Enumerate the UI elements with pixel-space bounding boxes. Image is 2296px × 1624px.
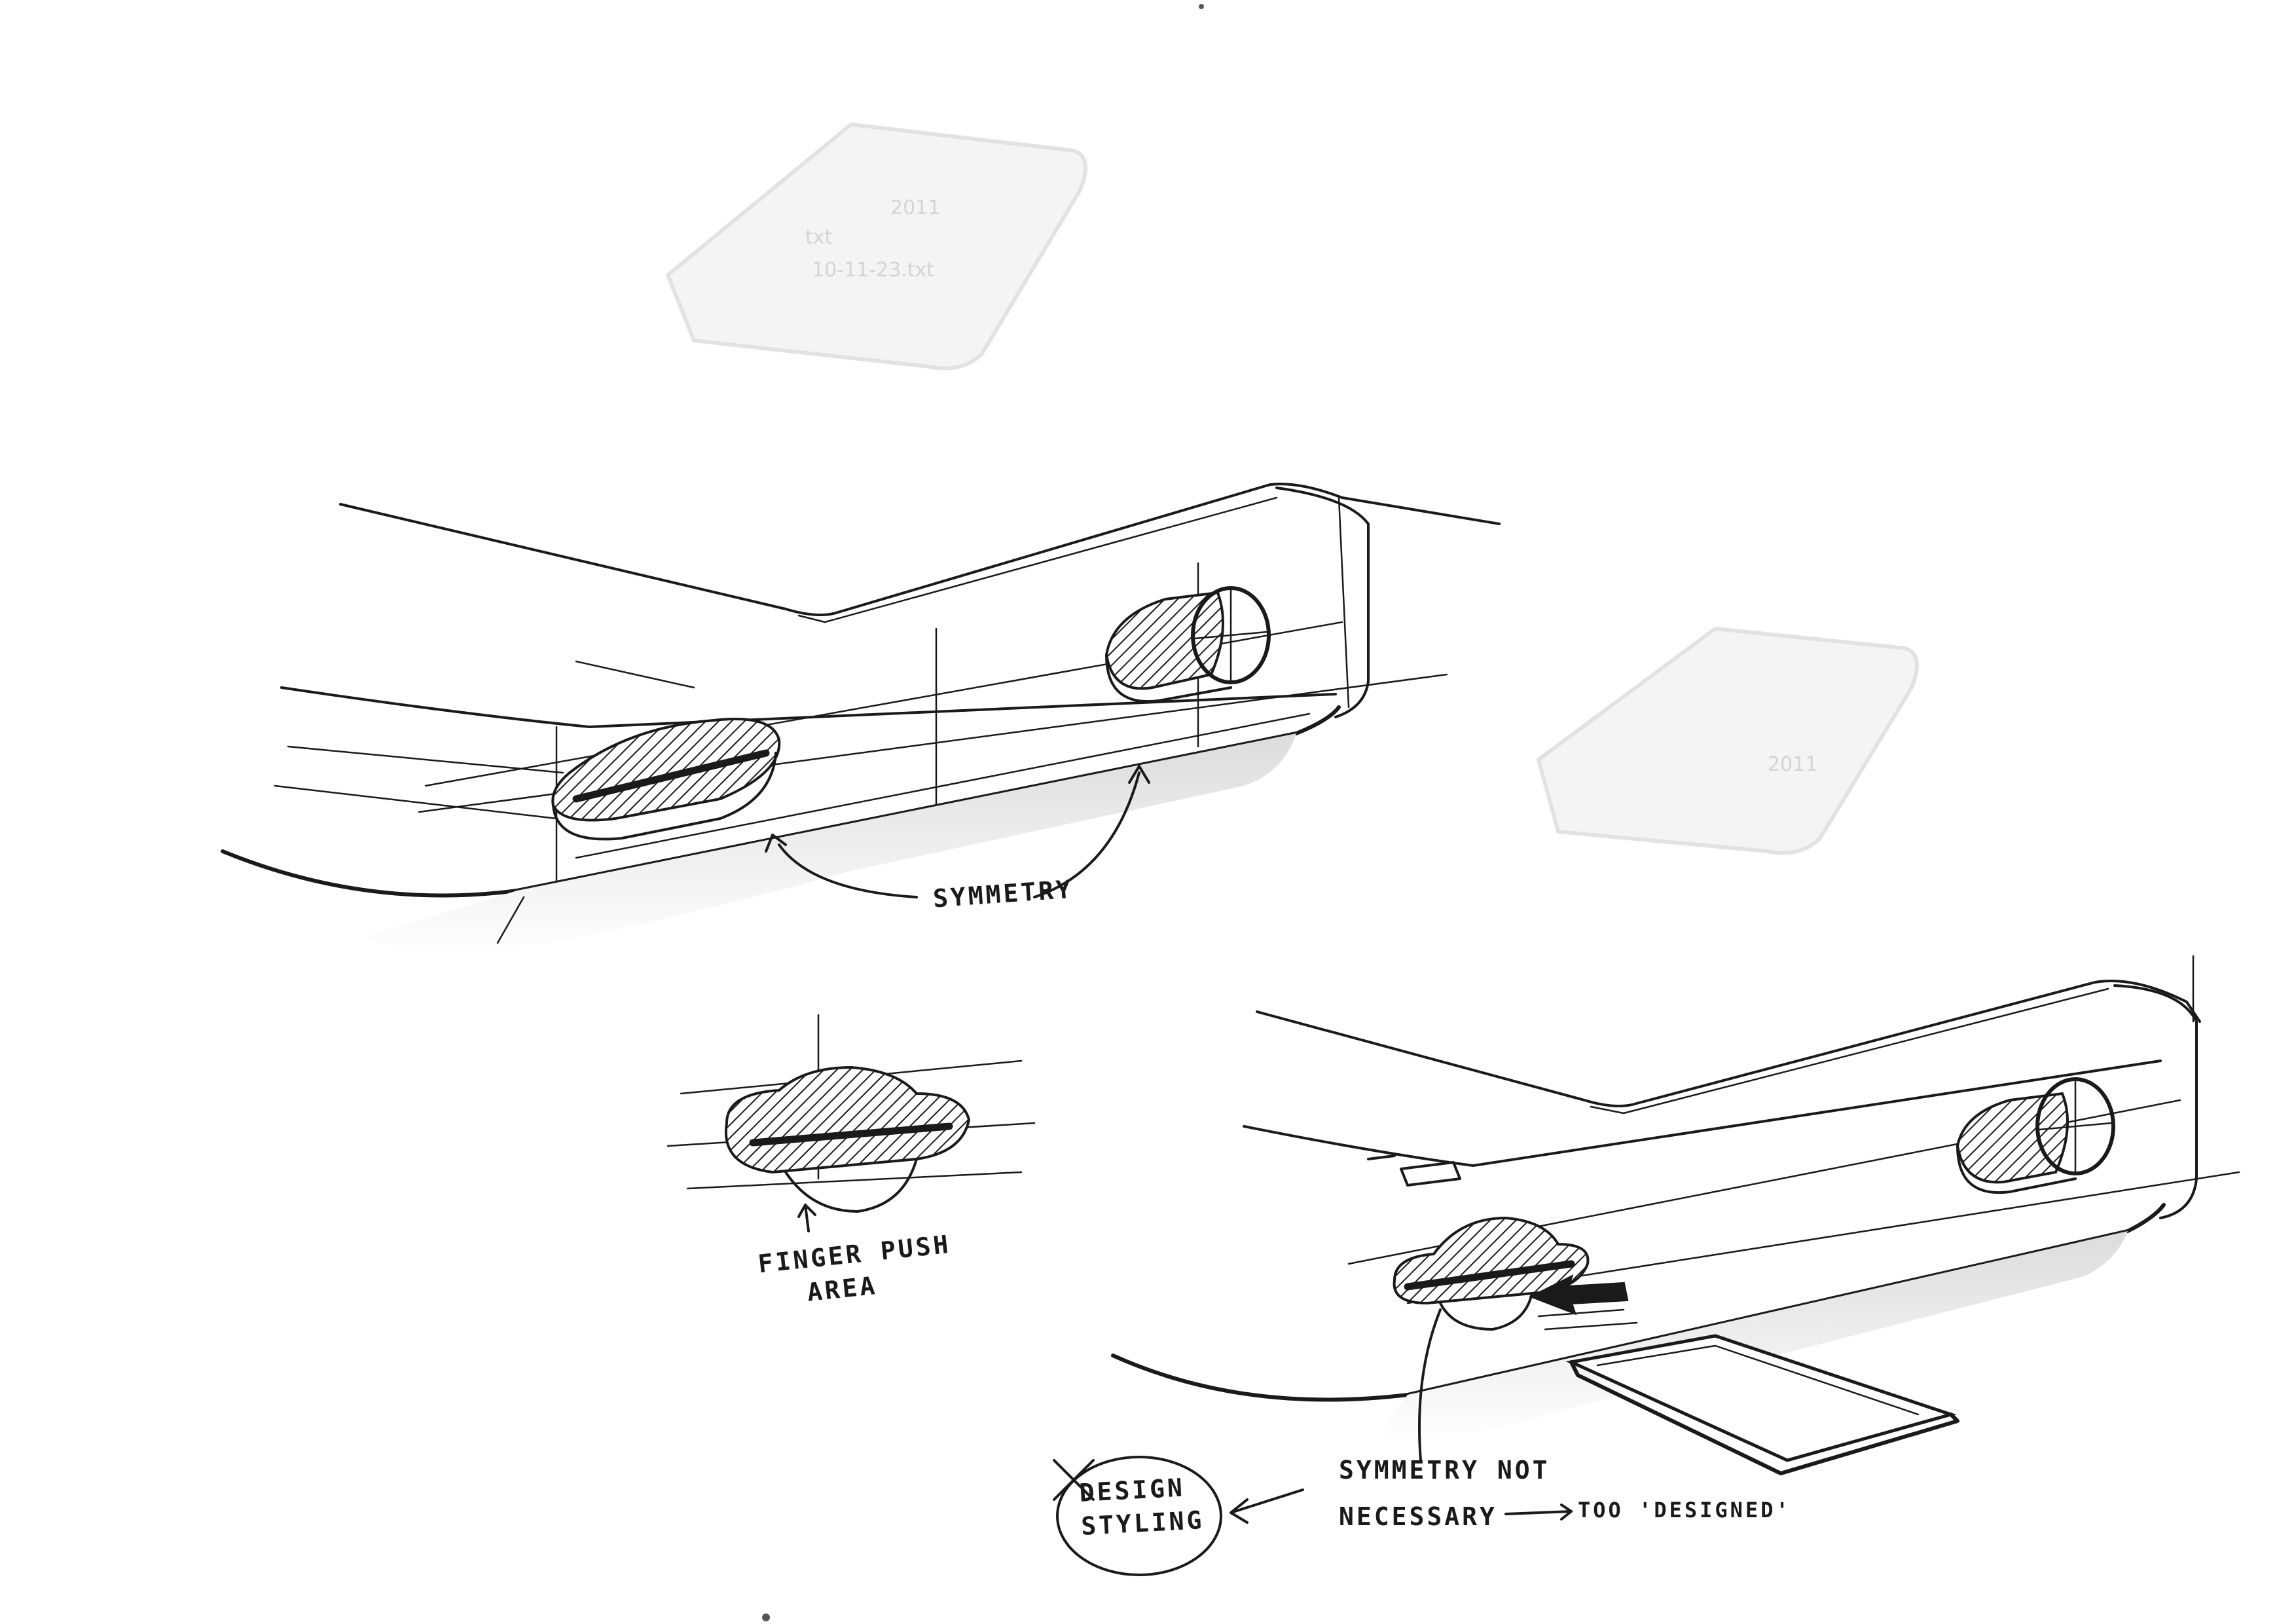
top-device-sketch [221,122,1501,956]
too-designed-arrow [1504,1504,1573,1521]
symmetry-arrow-right [1033,765,1150,898]
annotation-symmetry-not-line2: NECESSARY [1339,1502,1497,1532]
paper-speck [762,1614,770,1621]
paper-speck [1199,4,1204,9]
top-device-side-top [280,686,1337,728]
annotation-symmetry-not-necessary: SYMMETRY NOT NECESSARY [1339,1454,1550,1534]
bottom-device-sketch [1053,626,2240,1576]
detail-arrow [797,1204,816,1232]
top-left-slot-outline [552,752,777,841]
annotation-design-styling-line2: STYLING [1080,1505,1205,1541]
top-ghost-screen [665,122,1087,371]
top-device-corner [1275,487,1370,718]
symmetry-not-arrow [1418,1308,1442,1462]
symmetry-arrow-left [765,834,918,898]
annotation-too-designed: TOO 'DESIGNED' [1578,1498,1791,1522]
bottom-ghost-screen [1536,626,1919,855]
bottom-sd-card-inner [1596,1344,1920,1416]
annotation-symmetry-not-line1: SYMMETRY NOT [1339,1456,1550,1485]
bottom-device-back-edge [1256,980,2201,1107]
ghost-text-1: 2011 [890,196,941,219]
detail-cloud-shape [724,1065,971,1174]
top-right-switch-outline [1105,654,1232,703]
bottom-right-switch-recess [1956,1092,2069,1184]
bottom-sd-card-edge [1569,1360,1959,1475]
detail-slot-opening [749,1122,953,1147]
design-styling-cross [1053,1459,1095,1501]
bottom-right-switch-knob [2035,1077,2115,1175]
bottom-device-side-top [1243,1060,2162,1167]
top-device-side-guide-3 [575,712,1311,859]
detail-push-area [784,1158,918,1213]
top-device-base-line [496,896,525,944]
design-styling-arrow [1230,1488,1304,1524]
top-right-switch-recess [1104,591,1224,690]
ghost-text-4: 2011 [1768,753,1818,776]
bottom-indicator [1367,1154,1461,1187]
top-device-under-shadow [367,733,1296,956]
ghost-text-3: 10-11-23.txt [812,259,934,282]
bottom-push-arrow-lines [1537,1308,1638,1331]
top-device-left-guides [274,660,695,820]
bottom-device-back-edge-inner [1590,987,2109,1115]
bottom-device-side-bottom [1111,1203,2166,1402]
top-left-slot-opening [572,749,770,803]
top-device-back-edge [339,483,1501,616]
bottom-cloud-slot-opening [1404,1260,1575,1291]
bottom-push-arrow [1529,1274,1629,1316]
design-styling-circle [1056,1456,1222,1576]
bottom-cloud-slot-push [1439,1292,1533,1331]
bottom-right-switch-outline [1956,1145,2077,1194]
top-left-slot [551,718,781,822]
top-device-back-edge-inner [797,496,1278,623]
bottom-device-corner [2113,984,2198,1219]
ghost-text-2: txt [805,226,833,249]
bottom-device-under-shadow [1375,1231,2128,1442]
finger-push-detail [666,1014,1036,1232]
top-right-switch-knob [1191,586,1271,684]
bottom-right-switch-knob-line [2038,1079,2113,1173]
annotation-design-styling: DESIGN STYLING [1078,1470,1205,1543]
top-right-switch-knob-line [1194,588,1268,682]
top-device-corner-line [1338,496,1350,709]
top-device-side-bottom [221,705,1341,898]
